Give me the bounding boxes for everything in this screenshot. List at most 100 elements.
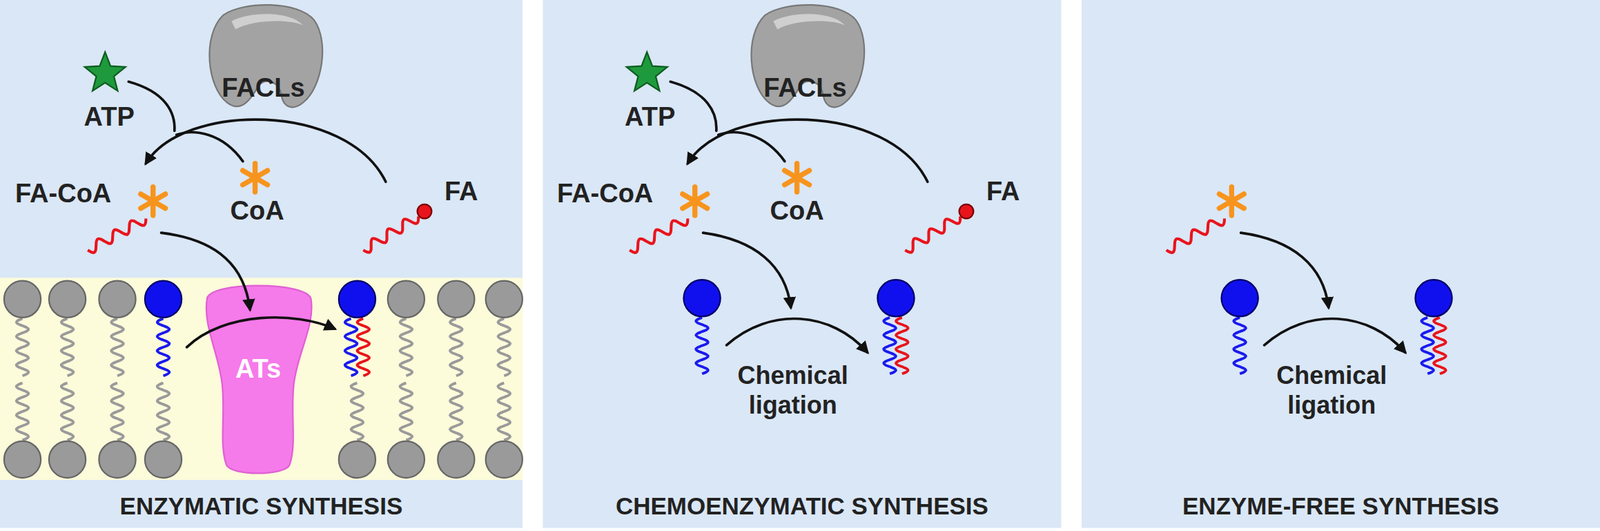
asterisk-arm <box>784 170 810 185</box>
lipid-tail <box>356 318 370 376</box>
enzyme-label: FACLs <box>763 73 847 103</box>
atp-star <box>84 51 126 91</box>
reaction-arrow <box>726 318 868 353</box>
lipid-head <box>1415 279 1452 317</box>
coa-asterisk <box>242 163 268 192</box>
lipid-head <box>49 280 86 318</box>
asterisk-arm <box>784 170 810 185</box>
lipid-tail <box>61 318 74 376</box>
lipid-tail <box>351 383 364 441</box>
fatty-acid-chain <box>1166 218 1225 252</box>
atp-star <box>626 51 668 91</box>
enzyme-body <box>751 4 865 107</box>
coa-asterisk <box>140 187 166 216</box>
lipid-tail <box>111 383 124 441</box>
lipid-head <box>98 441 136 478</box>
carboxyl-dot <box>417 204 433 219</box>
reaction-arrow <box>670 81 717 131</box>
molecule-label: FA <box>986 176 1021 208</box>
enzyme-highlight <box>231 14 304 30</box>
lipid-tail <box>61 383 74 441</box>
lipid-tail <box>400 318 413 376</box>
asterisk-arm <box>1218 193 1244 209</box>
molecule-label: CoA <box>229 196 284 227</box>
lipid-head <box>485 280 523 318</box>
lipid-tail <box>16 383 29 441</box>
fatty-acid-chain <box>87 218 146 252</box>
enzyme-blob: FACLs <box>742 4 867 116</box>
enzyme-label: FACLs <box>221 73 305 103</box>
coa-asterisk <box>682 187 708 216</box>
asterisk-arm <box>140 193 166 209</box>
reaction-arrow <box>176 132 243 162</box>
lipid-head <box>1221 279 1259 317</box>
lipid-tail <box>157 318 170 376</box>
fatty-acid-chain <box>904 216 961 253</box>
molecule-label: FA <box>444 176 479 208</box>
lipid-tail <box>400 383 413 441</box>
reaction-arrow <box>687 119 928 182</box>
coa-asterisk <box>1218 187 1244 216</box>
lipid-head <box>49 441 86 478</box>
coa-asterisk <box>784 163 810 192</box>
lipid-tail <box>1421 317 1434 374</box>
lipid-tail <box>16 318 29 376</box>
lipid-head <box>4 280 41 318</box>
lipid-head <box>338 441 376 478</box>
lipid-head <box>437 441 475 478</box>
lipid-tail <box>895 317 909 374</box>
lipid-tail <box>883 317 896 374</box>
transferase-body <box>206 285 312 473</box>
lipid-tail <box>1233 317 1246 374</box>
panel-background <box>0 0 523 529</box>
panel-heading: CHEMOENZYMATIC SYNTHESIS <box>615 492 989 520</box>
lipid-head <box>144 441 182 478</box>
enzyme-highlight <box>773 14 845 30</box>
lipid-head <box>338 280 376 318</box>
carboxyl-dot <box>959 204 974 219</box>
asterisk-arm <box>682 193 708 209</box>
lipid-head <box>485 441 523 478</box>
lipid-head <box>98 280 136 318</box>
molecule-label: FA-CoA <box>557 178 653 210</box>
molecule-label: CoA <box>770 196 825 227</box>
lipid-tail <box>345 318 358 376</box>
asterisk-arm <box>242 170 268 185</box>
reaction-label: Chemical ligation <box>1276 360 1387 420</box>
lipid-tail <box>695 317 709 374</box>
asterisk-arm <box>682 193 708 209</box>
lipid-head <box>877 279 914 317</box>
lipid-tail <box>1433 317 1447 374</box>
reaction-arrow <box>1264 318 1406 353</box>
lipid-tail <box>497 318 511 376</box>
lipid-head <box>144 280 182 318</box>
enzyme-body <box>209 4 324 107</box>
reaction-arrow <box>718 132 785 162</box>
membrane-band <box>0 277 523 480</box>
molecule-figures <box>4 51 1453 478</box>
lipid-tail <box>450 318 463 376</box>
reaction-arrow <box>1241 232 1329 308</box>
lipid-head <box>387 441 425 478</box>
synthesis-panel: ENZYME-FREE SYNTHESIS <box>1081 0 1600 529</box>
fatty-acid-chain <box>363 216 419 253</box>
lipid-head <box>683 279 720 317</box>
reaction-arrow <box>161 232 251 310</box>
lipid-head <box>437 280 475 318</box>
reaction-arrow <box>128 81 175 131</box>
lipid-tail <box>497 383 511 441</box>
fatty-acid-chain <box>629 218 688 252</box>
reaction-arrow <box>703 232 792 308</box>
molecule-label: ATP <box>84 102 135 133</box>
asterisk-arm <box>1218 193 1244 209</box>
lipid-head <box>387 280 425 318</box>
synthesis-panel: ENZYMATIC SYNTHESISFACLsATs <box>0 0 523 529</box>
reaction-arrow <box>187 317 335 348</box>
lipid-head <box>4 441 41 478</box>
asterisk-arm <box>140 193 166 209</box>
lipid-tail <box>450 383 463 441</box>
panel-background <box>1081 0 1600 529</box>
lipid-tail <box>111 318 124 376</box>
